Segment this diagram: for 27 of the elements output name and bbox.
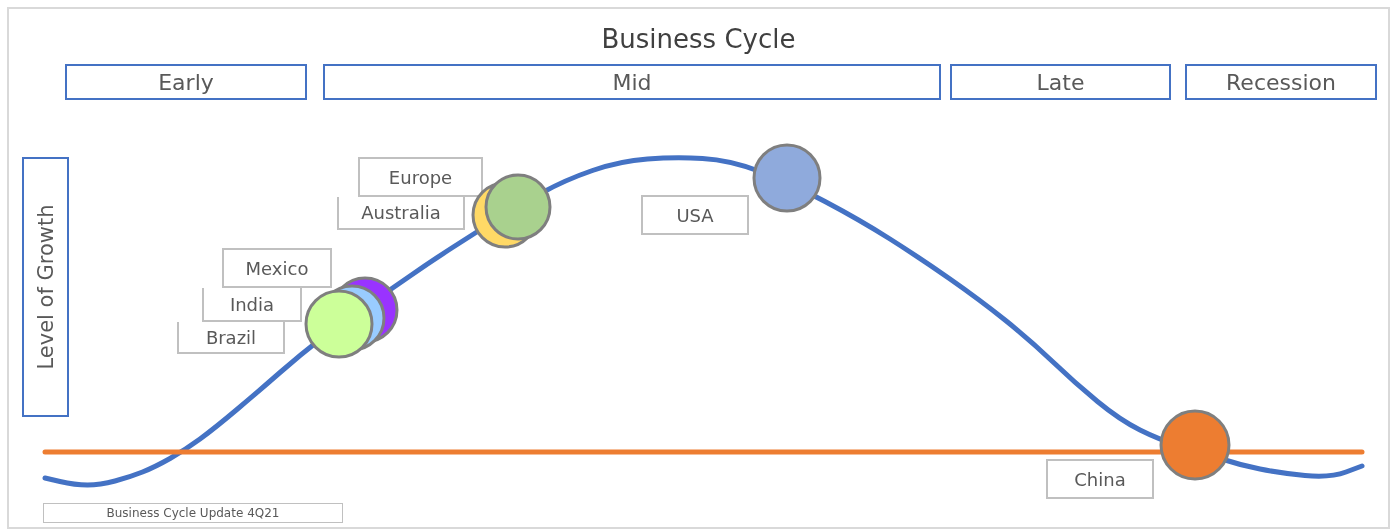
phase-box — [65, 64, 307, 100]
axis-label-box — [22, 157, 69, 417]
region-name: Europe — [388, 166, 453, 188]
region-name: China — [1074, 468, 1126, 490]
region-tag — [337, 197, 465, 230]
phase-box — [1185, 64, 1377, 100]
region-tag — [177, 322, 285, 354]
region-tag — [1046, 459, 1154, 499]
region-tag — [202, 288, 302, 322]
region-tag — [222, 248, 332, 288]
region-name: USA — [676, 204, 714, 226]
axis-label: Level of Growth — [33, 204, 58, 370]
region-name: Australia — [361, 202, 441, 223]
region-name: Mexico — [245, 257, 309, 279]
region-tag — [641, 195, 749, 235]
phase-label: Mid — [612, 69, 652, 95]
phase-box — [950, 64, 1171, 100]
source-note-box — [43, 503, 343, 523]
region-name: Brazil — [205, 326, 257, 348]
region-tag — [358, 157, 483, 197]
phase-label: Early — [158, 69, 214, 95]
diagram-title: Business Cycle — [601, 24, 796, 54]
phase-label: Late — [1036, 69, 1085, 95]
region-name: India — [229, 293, 275, 315]
source-note: Business Cycle Update 4Q21 — [106, 506, 280, 520]
phase-label: Recession — [1226, 69, 1336, 95]
phase-box — [323, 64, 941, 100]
